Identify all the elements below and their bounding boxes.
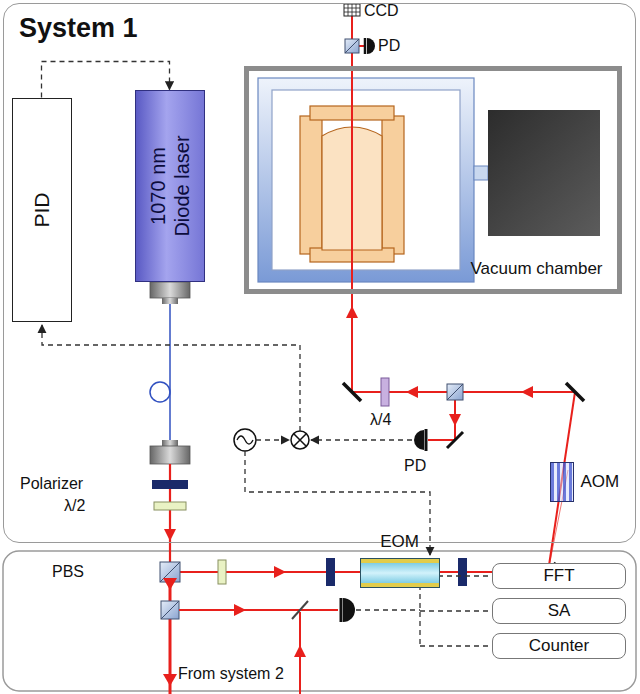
cavity-support — [382, 116, 404, 254]
component-label: PBS — [52, 562, 84, 581]
label-anchor: λ/4 — [370, 410, 391, 429]
detection-panel — [3, 551, 636, 691]
electro-optic-modulator: EOM — [360, 558, 440, 588]
beam-arrow — [163, 578, 177, 590]
label-anchor: Polarizer — [20, 474, 83, 493]
fiber-loop — [150, 382, 170, 402]
laser-beam — [428, 439, 455, 441]
quarter-wave-plate — [381, 378, 389, 406]
component-label: λ/4 — [370, 410, 391, 429]
component-label: PD — [378, 36, 400, 55]
optical-fiber — [169, 304, 171, 440]
panel-heading: System 1 — [19, 12, 138, 44]
chamber-port — [474, 166, 488, 180]
component-label: Polarizer — [20, 474, 83, 493]
fiber-collimator — [150, 446, 190, 464]
laser-beam — [351, 16, 353, 392]
instrument-box: Counter — [492, 633, 626, 659]
instrument-label: Counter — [529, 636, 589, 656]
half-wave-plate — [154, 502, 186, 510]
beam-arrow — [346, 306, 358, 318]
beam-splitter-cube — [345, 39, 359, 53]
label-anchor: PBS — [52, 562, 84, 581]
laser-label: 1070 nm Diode laser — [146, 121, 194, 251]
beam-arrow — [406, 386, 418, 398]
mixer — [294, 434, 306, 446]
instrument-label: FFT — [543, 566, 574, 586]
chamber-label: Vacuum chamber — [471, 259, 603, 279]
beam-splitter-cube — [345, 39, 359, 53]
signal-generator — [237, 436, 253, 444]
beam-arrow — [449, 414, 461, 426]
beam-splitter-cube — [447, 384, 463, 400]
mirror — [566, 383, 584, 401]
aom-label: AOM — [581, 472, 603, 492]
fiber-connector — [162, 298, 178, 304]
photodetector — [367, 38, 375, 54]
ion-pump — [488, 110, 600, 236]
fiber-connector — [150, 282, 190, 298]
eom-label: EOM — [361, 532, 439, 552]
label-anchor: CCD — [364, 1, 399, 20]
beam-arrow — [234, 604, 246, 616]
photodetector — [414, 430, 424, 450]
label-anchor: From system 2 — [178, 664, 284, 683]
beam-arrow — [521, 386, 533, 398]
polarizer — [326, 558, 335, 586]
beam-splitter-cube — [161, 601, 179, 619]
beam-arrow — [164, 529, 176, 541]
photodetector — [364, 38, 367, 54]
beam-label: From system 2 — [178, 664, 284, 683]
label-anchor: λ/2 — [64, 496, 85, 515]
component-label: PD — [404, 456, 426, 475]
label-anchor: PD — [404, 456, 426, 475]
instrument-label: SA — [548, 601, 571, 621]
mirror — [447, 432, 463, 448]
photodetector — [340, 598, 343, 622]
pid-controller: PID — [12, 98, 72, 322]
laser-beam — [548, 392, 575, 572]
error-signal-wire — [42, 325, 300, 431]
beam-arrow — [294, 645, 306, 657]
half-wave-plate — [218, 560, 226, 584]
component-label: λ/2 — [64, 496, 85, 515]
signal-wire — [256, 439, 289, 440]
photodetector — [343, 598, 355, 622]
beam-splitter-cube — [161, 601, 179, 619]
inner-shield — [272, 90, 460, 270]
ccd-camera — [344, 4, 360, 16]
ccd-camera — [344, 4, 360, 16]
fiber-connector — [162, 440, 178, 446]
beam-arrow — [274, 566, 286, 578]
photodetector — [425, 429, 428, 451]
cavity-support — [300, 116, 322, 254]
diode-laser: 1070 nm Diode laser — [135, 90, 205, 282]
label-anchor: PD — [378, 36, 400, 55]
signal-generator — [234, 429, 256, 451]
instrument-box: FFT — [492, 563, 626, 589]
thermal-shield — [258, 78, 474, 282]
component-label: CCD — [364, 1, 399, 20]
polarizer — [458, 558, 467, 586]
controller-label: PID — [29, 192, 53, 227]
beam-combiner — [292, 601, 308, 619]
beam-arrow — [163, 674, 177, 686]
instrument-box: SA — [492, 598, 626, 624]
acousto-optic-modulator: AOM — [550, 462, 574, 502]
mixer — [291, 431, 309, 449]
signal-wire — [311, 439, 412, 440]
polarizer — [152, 480, 188, 489]
system-panel: System 1 Vacuum chamber PID 1070 nm Diode l… — [3, 3, 636, 543]
vacuum-chamber: Vacuum chamber — [244, 66, 622, 294]
laser-beam — [179, 609, 338, 611]
beam-splitter-cube — [447, 384, 463, 400]
mirror — [343, 383, 361, 401]
